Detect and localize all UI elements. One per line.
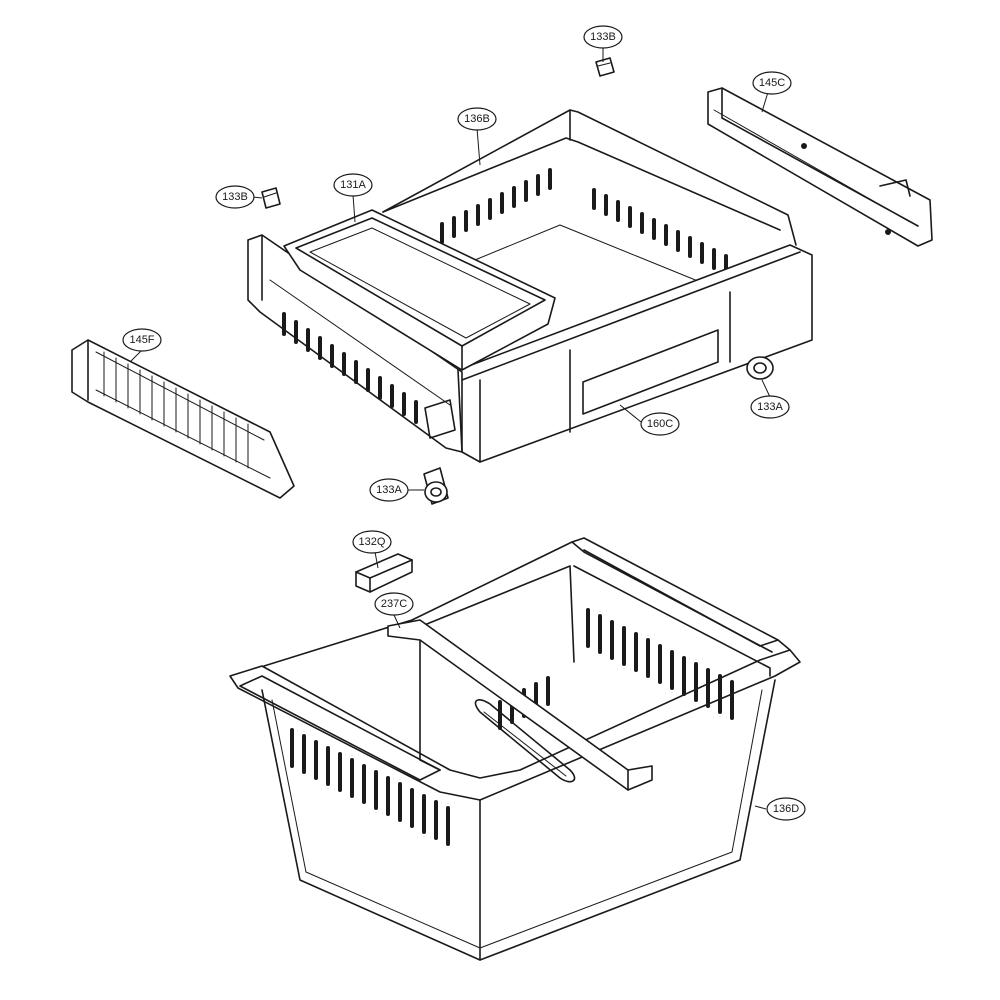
callout-136b: 136B [457, 107, 497, 131]
rail-145f [71, 339, 295, 499]
rail-145f-ribs [103, 351, 249, 469]
roller-133a-right [746, 356, 774, 380]
small-bin-131a [283, 209, 556, 371]
callout-text: 237C [381, 598, 407, 610]
callout-136d: 136D [766, 797, 806, 821]
roller-133a-mid [423, 467, 449, 505]
callout-text: 133B [222, 191, 248, 203]
callout-text: 145C [759, 77, 785, 89]
callout-133b-left: 133B [215, 185, 255, 209]
lower-basket-136d [229, 537, 801, 961]
callout-131a: 131A [333, 173, 373, 197]
basket-left-slots [290, 728, 450, 846]
callout-133a-mid: 133A [369, 478, 409, 502]
callout-text: 136D [773, 803, 799, 815]
clip-133b-left [261, 187, 281, 209]
upper-tray-side-slots [282, 312, 418, 424]
callout-text: 133A [376, 484, 402, 496]
callout-133a-right: 133A [750, 395, 790, 419]
callout-text: 133B [590, 31, 616, 43]
rail-145c [707, 87, 933, 247]
part-132q [355, 553, 413, 593]
basket-back-slots [586, 608, 734, 720]
clip-133b-top [595, 57, 615, 77]
callout-145c: 145C [752, 71, 792, 95]
callout-text: 136B [464, 113, 490, 125]
callout-132q: 132Q [352, 530, 392, 554]
callout-160c: 160C [640, 412, 680, 436]
upper-tray-back-slots [440, 168, 728, 276]
callout-237c: 237C [374, 592, 414, 616]
callout-133b-top: 133B [583, 25, 623, 49]
callout-text: 132Q [359, 536, 386, 548]
callout-text: 145F [129, 334, 154, 346]
upper-drawer-assembly [247, 109, 813, 463]
callout-145f: 145F [122, 328, 162, 352]
callout-text: 131A [340, 179, 366, 191]
callout-text: 160C [647, 418, 673, 430]
callout-text: 133A [757, 401, 783, 413]
leader-lines [129, 48, 771, 810]
